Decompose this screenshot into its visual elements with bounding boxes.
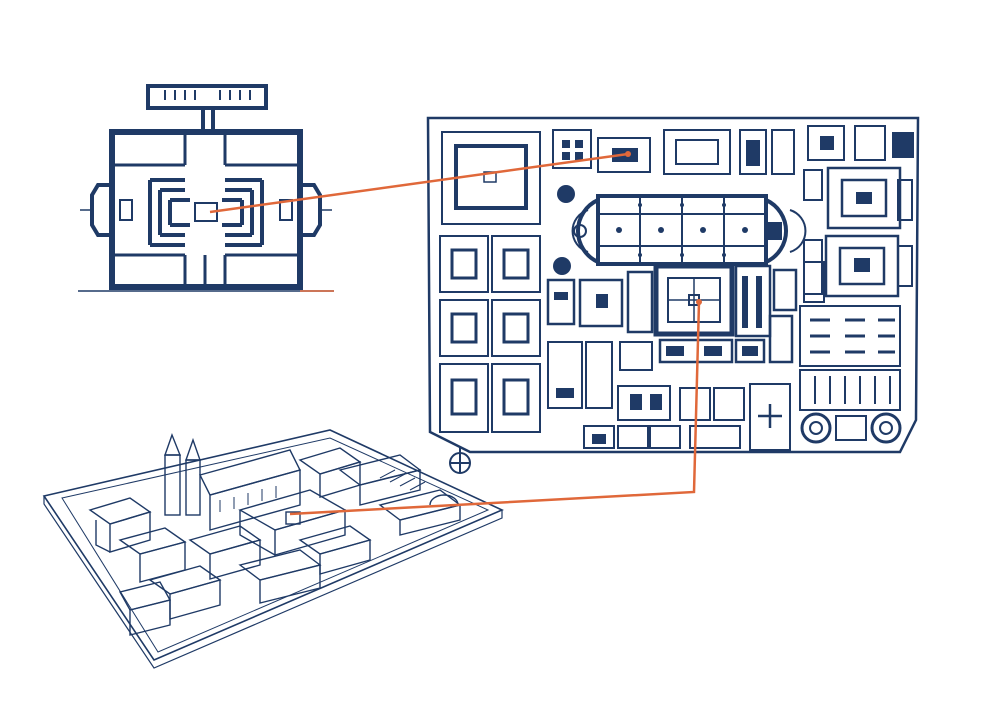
connector-siteplan-to-perspective: [289, 301, 701, 516]
building-floor-plan: [78, 84, 334, 292]
connector-lines: [209, 152, 701, 516]
compass-rose-icon: [449, 446, 471, 474]
connector-endpoint-dot: [625, 151, 631, 157]
connector-floorplan-to-siteplan: [209, 152, 629, 214]
connector-endpoint-dot: [696, 299, 702, 305]
monastery-site-plan: [426, 116, 920, 454]
monastery-perspective: [42, 429, 504, 669]
